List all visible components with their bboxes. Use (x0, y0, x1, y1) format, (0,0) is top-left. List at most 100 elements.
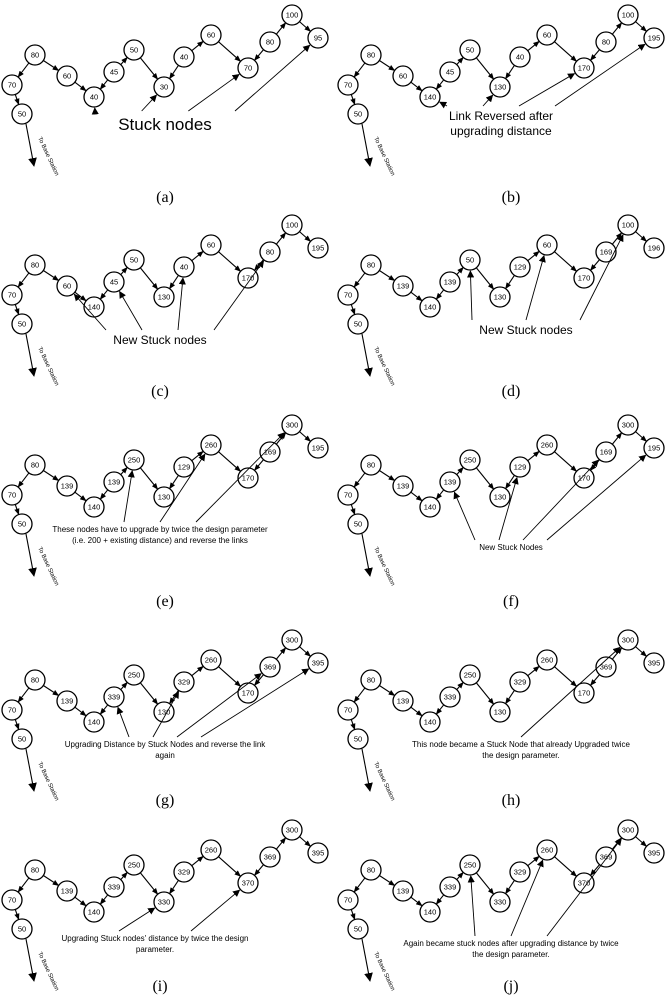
base-station-arrow (361, 123, 373, 167)
link-12 (611, 232, 623, 245)
base-station-label: To Base Station (372, 546, 395, 587)
node-value: 50 (466, 256, 474, 265)
node: 70 (337, 889, 359, 911)
base-station-arrow (361, 533, 373, 577)
node-value: 169 (264, 448, 277, 457)
base-station-label: To Base Station (36, 346, 59, 387)
link-11 (590, 259, 600, 271)
node-value: 170 (242, 274, 255, 283)
node-value: 60 (207, 31, 215, 40)
node: 140 (83, 496, 105, 518)
link-7 (475, 872, 495, 895)
node-circle (337, 484, 359, 506)
link-10 (218, 251, 242, 272)
node-circle (337, 74, 359, 96)
node: 170 (573, 267, 595, 289)
link-1 (353, 687, 366, 703)
stuck-pointer-arrow (522, 459, 599, 541)
node-circle (56, 475, 78, 497)
stuck-pointer-arrow (195, 432, 285, 523)
link-6 (120, 56, 128, 65)
node-circle (307, 842, 329, 864)
node: 195 (643, 437, 665, 459)
link-5 (99, 894, 109, 905)
panel-5: To Base Station7080501391401392501301292… (1, 414, 329, 610)
caption-line: These nodes have to upgrade by twice the… (52, 525, 268, 534)
link-9 (527, 250, 540, 262)
node-circle (200, 24, 222, 46)
stuck-pointer-arrow (520, 646, 621, 738)
node-circle (509, 671, 531, 693)
link-3 (43, 685, 60, 696)
node-value: 339 (444, 883, 457, 892)
node-value: 40 (180, 53, 188, 62)
link-4 (74, 81, 87, 92)
panel-8: To Base Station7080501391403392501303292… (337, 629, 665, 809)
node: 300 (617, 819, 639, 841)
link-1 (17, 877, 30, 893)
node-value: 130 (158, 493, 171, 502)
node-circle (1, 889, 23, 911)
node: 80 (360, 254, 382, 276)
link-9 (191, 250, 204, 262)
caption: Again became stuck nodes after upgrading… (403, 939, 619, 959)
stuck-pointer-arrow (159, 453, 206, 523)
link-6 (456, 56, 464, 65)
link-10 (218, 856, 242, 877)
node: 80 (24, 454, 46, 476)
node-value: 329 (178, 678, 191, 687)
node: 100 (617, 4, 639, 26)
link-13 (299, 21, 312, 32)
node-circle (347, 728, 369, 750)
link-7 (475, 57, 495, 80)
node-circle (419, 901, 441, 923)
node-circle (459, 854, 481, 876)
node-value: 140 (88, 718, 101, 727)
node-circle (173, 456, 195, 478)
link-11 (590, 864, 600, 876)
node-circle (307, 27, 329, 49)
node-circle (360, 669, 382, 691)
node: 130 (489, 286, 511, 308)
node-value: 300 (622, 421, 635, 430)
node-value: 80 (266, 38, 274, 47)
link-7 (475, 682, 495, 705)
node: 260 (200, 649, 222, 671)
node: 195 (643, 27, 665, 49)
node-circle (237, 57, 259, 79)
link-6 (456, 266, 464, 275)
node: 50 (347, 728, 369, 750)
link-11 (254, 259, 264, 271)
node-circle (595, 241, 617, 263)
link-12 (275, 232, 287, 245)
node-circle (337, 889, 359, 911)
link-13 (635, 836, 648, 847)
base-station-label: To Base Station (372, 346, 395, 387)
caption: New Stuck nodes (113, 333, 206, 347)
base-station-label: To Base Station (36, 546, 59, 587)
stuck-pointer-arrow (554, 43, 646, 107)
node-value: 339 (444, 693, 457, 702)
node-circle (259, 241, 281, 263)
node-circle (24, 254, 46, 276)
node-value: 45 (110, 278, 118, 287)
node-value: 395 (648, 849, 661, 858)
node-circle (281, 819, 303, 841)
node-circle (509, 456, 531, 478)
link-3 (43, 60, 60, 71)
node: 260 (536, 434, 558, 456)
node-value: 330 (158, 898, 171, 907)
node-circle (24, 44, 46, 66)
link-9 (191, 665, 204, 677)
node: 140 (419, 711, 441, 733)
stuck-pointer-arrow (546, 838, 622, 937)
node-circle (439, 686, 461, 708)
node: 129 (509, 256, 531, 278)
panel-label: (h) (502, 792, 521, 809)
node-circle (392, 475, 414, 497)
link-1 (353, 472, 366, 488)
node: 300 (281, 414, 303, 436)
node-circle (259, 31, 281, 53)
base-station-arrow (25, 748, 37, 792)
node: 370 (237, 872, 259, 894)
